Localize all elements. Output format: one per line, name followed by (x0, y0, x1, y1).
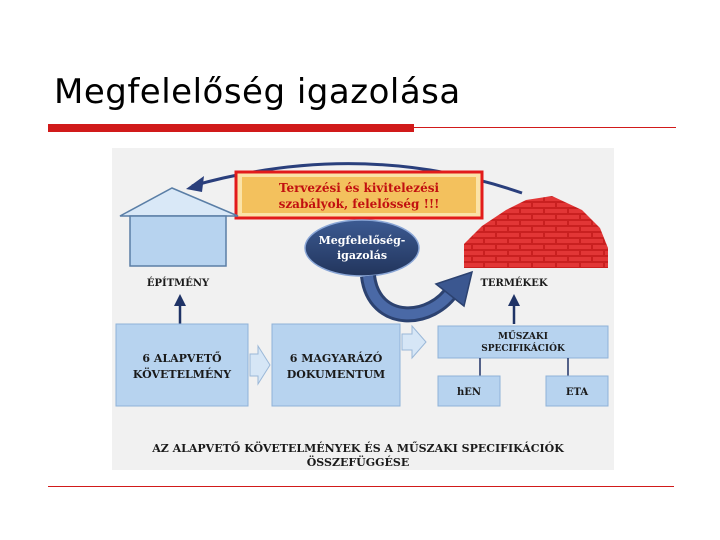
interpretative-documents-line1: 6 MAGYARÁZÓ (290, 351, 383, 365)
diagram: Tervezési és kivitelezési szabályok, fel… (112, 148, 614, 470)
technical-specifications-line1: MŰSZAKI (498, 329, 548, 342)
essential-requirements-line1: 6 ALAPVETŐ (142, 351, 222, 365)
essential-requirements-box (115, 323, 249, 407)
top-arc-arrowhead (186, 176, 204, 192)
rules-box-inner (242, 177, 476, 213)
essential-requirements-line2: KÖVETELMÉNY (133, 367, 231, 381)
technical-specifications-box (437, 325, 609, 359)
caption-line1: AZ ALAPVETŐ KÖVETELMÉNYEK ÉS A MŰSZAKI S… (151, 441, 564, 455)
building-label: ÉPÍTMÉNY (147, 277, 210, 289)
eta-label: ETA (566, 387, 589, 398)
conformity-curved-arrow-inner (363, 275, 459, 320)
rules-box-line1: Tervezési és kivitelezési (279, 181, 440, 195)
interpretative-documents-box (271, 323, 401, 407)
conformity-ellipse-line2: igazolás (337, 249, 387, 262)
title-underline-thick (48, 124, 414, 132)
arrow-right-1 (249, 344, 271, 386)
arrow-right-2 (401, 324, 427, 360)
rules-box-line2: szabályok, felelősség !!! (279, 197, 440, 211)
conformity-arrowhead (434, 270, 474, 308)
conformity-ellipse (304, 219, 420, 277)
title-underline-thin (414, 127, 676, 128)
arrow-up-products-head (508, 294, 520, 306)
interpretative-documents-line2: DOKUMENTUM (287, 368, 385, 381)
slide-title: Megfelelőség igazolása (54, 72, 461, 112)
footer-divider (48, 486, 674, 487)
eta-box (545, 375, 609, 407)
arrow-up-building-head (174, 294, 186, 306)
conformity-ellipse-line1: Megfelelőség- (319, 234, 406, 247)
technical-specifications-line2: SPECIFIKÁCIÓK (481, 342, 566, 354)
hen-box (437, 375, 501, 407)
products-label: TERMÉKEK (480, 277, 547, 289)
caption-line2: ÖSSZEFÜGGÉSE (307, 455, 410, 469)
hen-label: hEN (457, 387, 481, 398)
house-icon (129, 215, 227, 267)
brick-wall-icon (464, 196, 608, 268)
